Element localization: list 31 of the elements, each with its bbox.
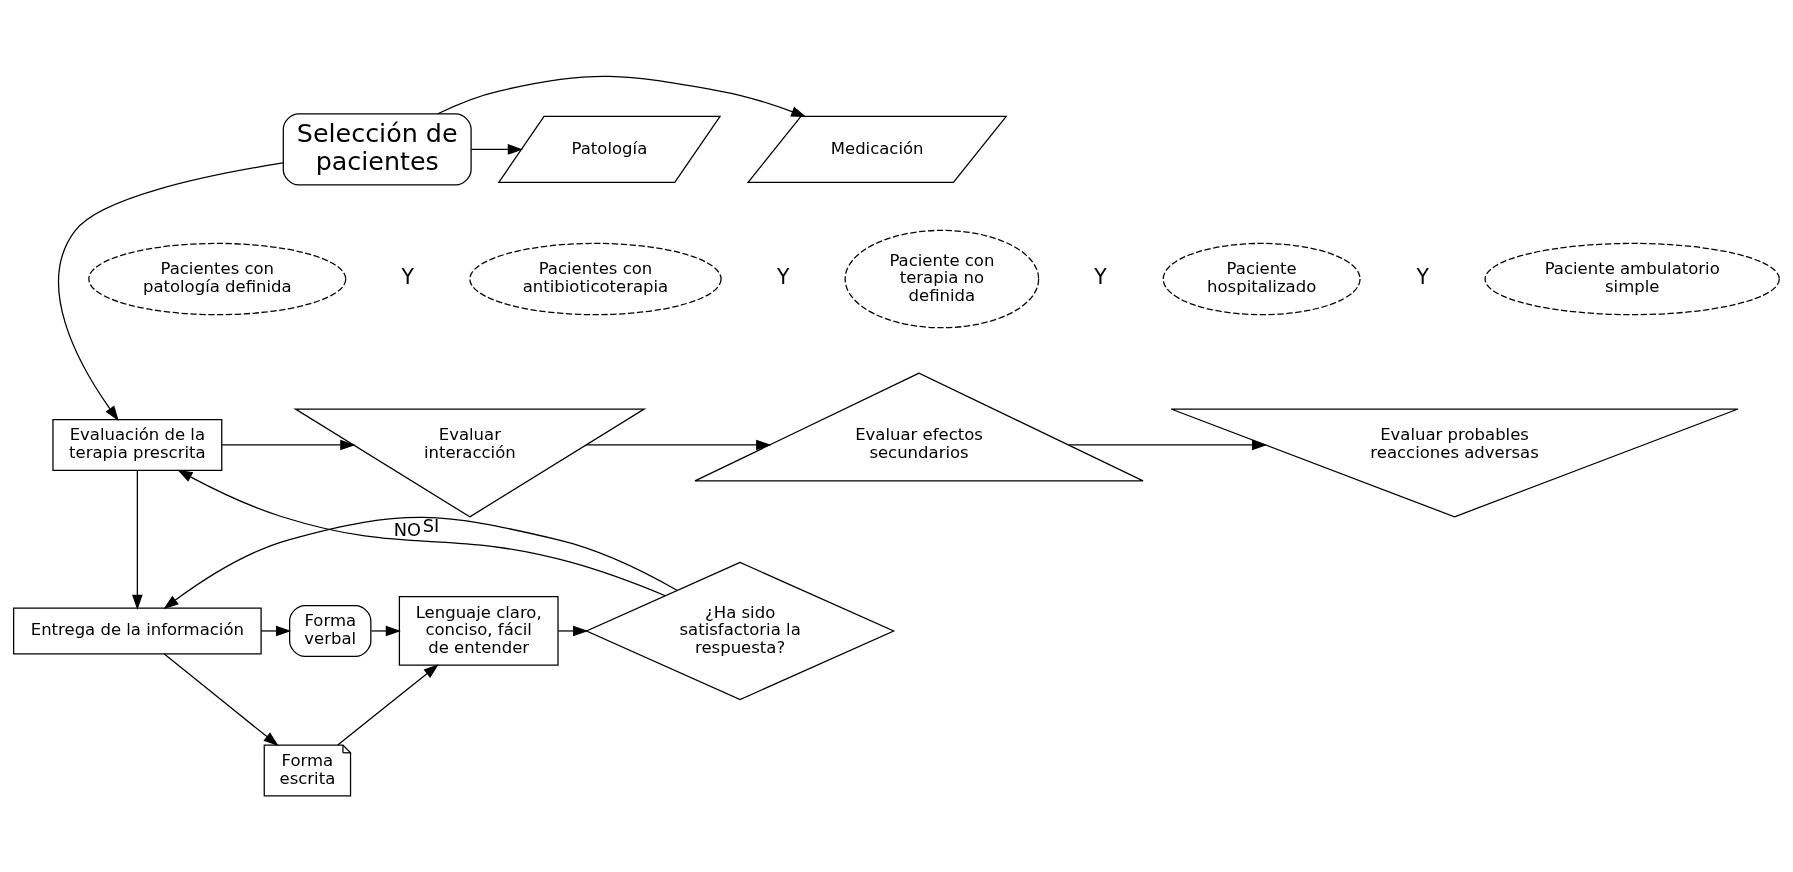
- arrow: [163, 516, 678, 610]
- arrow: [1067, 439, 1268, 451]
- arrow: [177, 469, 666, 597]
- arrow: [437, 75, 807, 118]
- arrow: [58, 162, 284, 421]
- arrow: [470, 144, 523, 155]
- node-box: Selección de pacientes: [282, 113, 472, 186]
- node-ellipse: Paciente ambulatorio simple: [1484, 242, 1780, 316]
- arrow: [370, 625, 401, 637]
- arrow: [132, 469, 143, 610]
- label: Y: [401, 264, 414, 289]
- node-box: Forma verbal: [289, 604, 372, 657]
- edge-label: NO: [393, 520, 422, 541]
- node-box: Entrega de la información: [13, 607, 262, 655]
- label: Y: [1416, 264, 1430, 289]
- arrow: [260, 625, 292, 637]
- arrow: [163, 653, 279, 747]
- edge-label: SI: [422, 515, 440, 536]
- node-box: Evaluación de la terapia prescrita: [52, 418, 223, 471]
- node-ellipse: Paciente hospitalizado: [1162, 242, 1361, 316]
- node-diamond: ¿Ha sido satisfactoria la respuesta?: [585, 561, 896, 701]
- arrow: [337, 664, 439, 746]
- arrow: [221, 439, 356, 451]
- label: Y: [1094, 264, 1107, 289]
- arrow: [585, 439, 772, 451]
- node-ellipse: Pacientes con antibioticoterapia: [469, 242, 722, 316]
- node-box: Lenguaje claro, conciso, fácil de entender: [398, 596, 559, 666]
- node-ellipse: Pacientes con patología definida: [88, 242, 347, 316]
- arrow: [557, 625, 589, 637]
- label: Y: [777, 264, 790, 289]
- node-ellipse: Paciente con terapia no definida: [844, 229, 1040, 329]
